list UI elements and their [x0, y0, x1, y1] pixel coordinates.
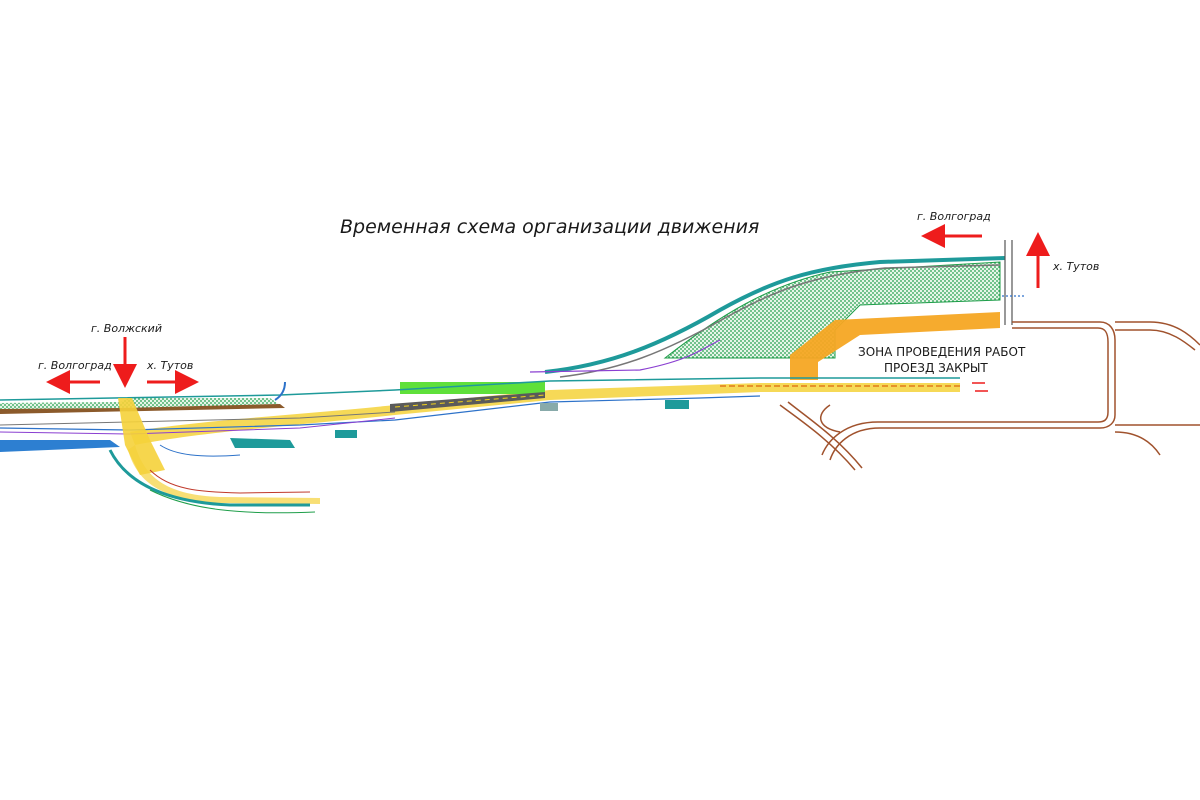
left-curve-return — [159, 444, 241, 457]
label-left-tutov: х. Тутов — [146, 359, 193, 372]
diagram-title: Временная схема организации движения — [340, 216, 759, 238]
label-right-tutov: х. Тутов — [1052, 260, 1099, 273]
ramp-outer-edge — [544, 256, 1006, 374]
blue-edge-left — [0, 440, 120, 452]
left-loop-green-line — [149, 489, 316, 514]
small-red-arrows — [972, 382, 988, 392]
structure-4 — [230, 438, 295, 448]
center-marking — [394, 394, 546, 408]
label-left-volgograd: г. Волгоград — [38, 359, 112, 372]
label-right-volgograd: г. Волгоград — [917, 210, 991, 223]
left-loop-teal — [108, 449, 310, 507]
brown-strip-left — [0, 404, 285, 414]
work-zone-label-line1: ЗОНА ПРОВЕДЕНИЯ РАБОТ — [858, 345, 1026, 359]
brown-road-network — [779, 321, 1200, 471]
dark-road-section — [390, 392, 545, 412]
road-purple-line — [0, 417, 396, 435]
road-grey-line — [0, 411, 396, 426]
ramp-purple-line — [529, 339, 721, 373]
green-bridge-block — [400, 382, 545, 394]
structure-3 — [540, 403, 558, 411]
label-volzhsky: г. Волжский — [91, 322, 162, 335]
right-vertical-road — [1004, 240, 1013, 325]
structure-2 — [665, 400, 689, 409]
road-edge-upper — [0, 377, 960, 401]
left-loop-red — [149, 469, 311, 494]
work-zone-area — [790, 312, 1000, 380]
green-slope-area-right — [663, 261, 1001, 359]
structure-1 — [335, 430, 357, 438]
ramp-inner-edge — [559, 264, 1001, 378]
work-zone-label-line2: ПРОЕЗД ЗАКРЫТ — [884, 361, 988, 375]
left-loop-ramp — [128, 445, 320, 504]
green-strip-left — [0, 398, 280, 410]
left-hook — [274, 381, 286, 401]
left-interchange-yellow — [118, 398, 165, 475]
